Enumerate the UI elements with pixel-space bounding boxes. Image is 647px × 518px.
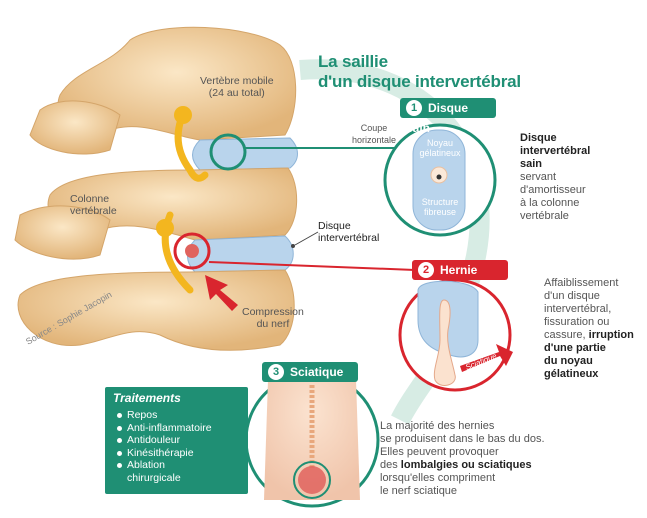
nucleus-extrusion-shape (433, 299, 456, 386)
traitement-item: Anti-inflammatoire (117, 422, 240, 435)
desc-disque-sain: Disque intervertébral sain servant d'amo… (520, 132, 591, 222)
tag-3-number: 3 (268, 364, 284, 380)
nerve-top (174, 106, 209, 182)
coupe-label: Coupe horizontale (352, 123, 397, 145)
noyau-label-2: gélatineux (419, 148, 461, 158)
spinous-process-middle (14, 205, 111, 260)
page-title: La saillie d'un disque intervertébral (318, 52, 521, 92)
hernia-marker (173, 232, 211, 270)
tag-1-number: 1 (406, 100, 422, 116)
tag-hernie: 2 Hernie (412, 260, 508, 280)
disque-label: Disque intervertébral (318, 220, 380, 244)
traitement-item: Antidouleur (117, 434, 240, 447)
sciatique-arrow (460, 344, 513, 372)
vertebre-label: Vertèbre mobile (24 au total) (200, 75, 274, 99)
vertebra-bottom (17, 269, 295, 351)
nucleus-dot (436, 174, 442, 180)
disc-pointer-dot (291, 244, 295, 248)
noyau-label-1: Noyau (427, 138, 453, 148)
healthy-disc-marker (209, 133, 247, 171)
tag-sciatique: 3 Sciatique (262, 362, 358, 382)
compression-label: Compression du nerf (242, 306, 304, 330)
compression-arrow (205, 275, 238, 311)
hernia-spot (185, 244, 199, 258)
disc-pointer-line (294, 231, 319, 246)
structure-label-1: Structure (422, 197, 459, 207)
desc-hernie: Affaiblissement d'un disque intervertébr… (544, 277, 634, 380)
disc-middle (187, 235, 294, 273)
tag-1-label: Disque sain (406, 101, 469, 135)
traitement-item: Ablation (117, 459, 240, 472)
colonne-label: Colonne vertébrale (70, 193, 117, 217)
title-line-2: d'un disque intervertébral (318, 72, 521, 91)
traitements-title: Traitements (113, 391, 181, 405)
traitement-item-continued: chirurgicale (127, 471, 181, 484)
tag-2-label: Hernie (440, 263, 478, 277)
traitement-item: Repos (117, 409, 240, 422)
traitement-item: Kinésithérapie (117, 447, 240, 460)
lower-back-marker (293, 461, 331, 499)
connector-line-red (208, 261, 416, 271)
structure-label-2: fibreuse (424, 207, 456, 217)
tag-2-number: 2 (418, 262, 434, 278)
desc-sciatique: La majorité des hernies se produisent da… (380, 420, 545, 497)
nerve-root-top (174, 106, 192, 124)
traitements-list: Repos Anti-inflammatoire Antidouleur Kin… (113, 409, 240, 484)
nerve-root-middle (156, 219, 174, 237)
lower-back-pain-spot (298, 466, 326, 494)
traitements-box: Traitements Repos Anti-inflammatoire Ant… (105, 387, 248, 494)
title-line-1: La saillie (318, 52, 388, 71)
spinous-process-top (29, 100, 121, 155)
tag-3-label: Sciatique (290, 365, 344, 379)
